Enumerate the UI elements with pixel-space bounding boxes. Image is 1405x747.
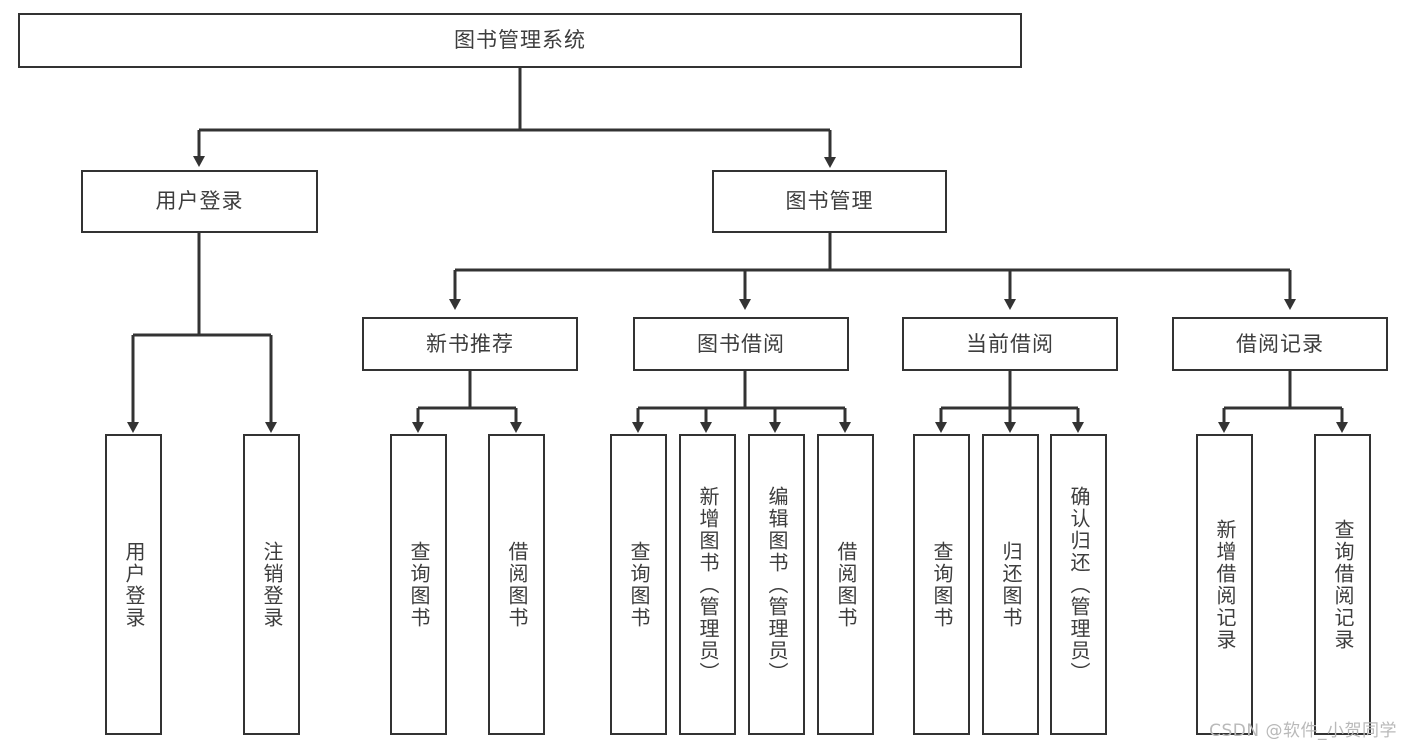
leaf-current-return-book[interactable]: 归还图书 (982, 434, 1039, 735)
node-label: 查询借阅记录 (1331, 518, 1355, 651)
node-label: 注销登录 (260, 540, 284, 629)
node-label: 用户登录 (122, 540, 146, 629)
leaf-borrow-borrow-book[interactable]: 借阅图书 (817, 434, 874, 735)
node-label: 当前借阅 (966, 331, 1054, 356)
watermark-text: CSDN @软件_小贺同学 (1209, 721, 1397, 741)
leaf-user-login[interactable]: 用户登录 (105, 434, 162, 735)
node-label: 确认归还（管理员） (1067, 485, 1091, 684)
node-label: 用户登录 (155, 189, 244, 214)
leaf-borrow-edit-book-admin[interactable]: 编辑图书（管理员） (748, 434, 805, 735)
node-label: 图书管理系统 (454, 28, 586, 53)
node-label: 新增借阅记录 (1213, 518, 1237, 651)
node-label: 新书推荐 (426, 331, 514, 356)
leaf-recommend-borrow-book[interactable]: 借阅图书 (488, 434, 545, 735)
node-label: 借阅记录 (1236, 331, 1324, 356)
leaf-record-query-record[interactable]: 查询借阅记录 (1314, 434, 1371, 735)
node-borrow-record[interactable]: 借阅记录 (1172, 317, 1388, 371)
node-label: 借阅图书 (505, 540, 529, 629)
node-label: 借阅图书 (834, 540, 858, 629)
node-label: 图书管理 (785, 189, 874, 214)
node-label: 编辑图书（管理员） (765, 485, 789, 684)
node-label: 新增图书（管理员） (696, 485, 720, 684)
node-label: 图书借阅 (697, 331, 785, 356)
leaf-current-query-book[interactable]: 查询图书 (913, 434, 970, 735)
leaf-borrow-query-book[interactable]: 查询图书 (610, 434, 667, 735)
node-label: 查询图书 (407, 540, 431, 629)
node-user-login[interactable]: 用户登录 (81, 170, 318, 233)
leaf-recommend-query-book[interactable]: 查询图书 (390, 434, 447, 735)
leaf-current-confirm-return-admin[interactable]: 确认归还（管理员） (1050, 434, 1107, 735)
node-label: 查询图书 (627, 540, 651, 629)
node-book-management[interactable]: 图书管理 (712, 170, 947, 233)
leaf-record-add-record[interactable]: 新增借阅记录 (1196, 434, 1253, 735)
node-new-book-recommend[interactable]: 新书推荐 (362, 317, 578, 371)
node-book-borrow[interactable]: 图书借阅 (633, 317, 849, 371)
leaf-user-logout[interactable]: 注销登录 (243, 434, 300, 735)
node-label: 归还图书 (999, 540, 1023, 629)
node-label: 查询图书 (930, 540, 954, 629)
node-root-system[interactable]: 图书管理系统 (18, 13, 1022, 68)
leaf-borrow-add-book-admin[interactable]: 新增图书（管理员） (679, 434, 736, 735)
node-current-borrow[interactable]: 当前借阅 (902, 317, 1118, 371)
